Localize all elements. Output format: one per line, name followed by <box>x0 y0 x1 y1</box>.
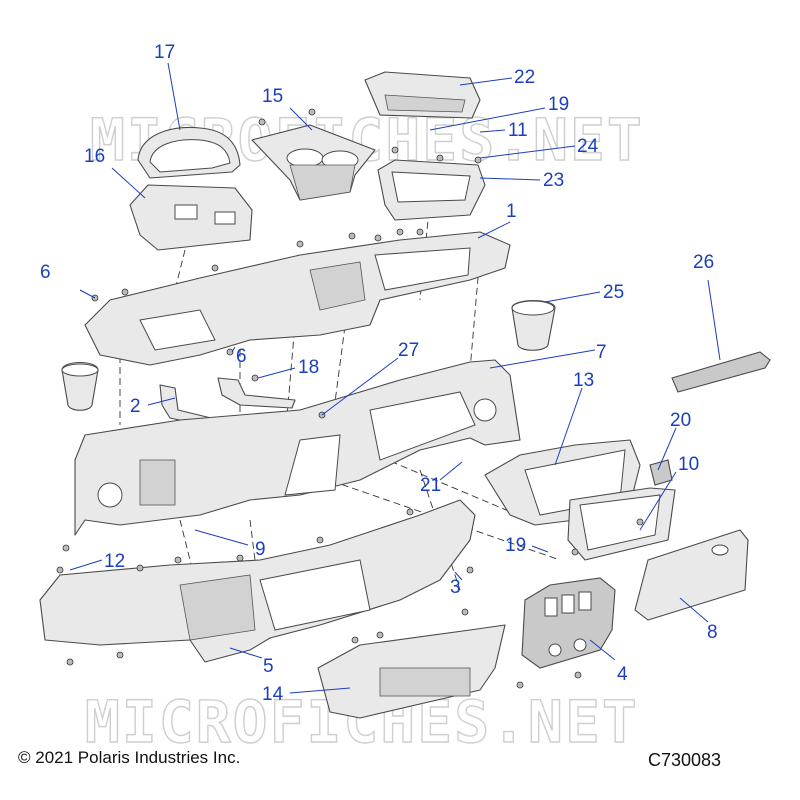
callout-25: 25 <box>603 282 624 303</box>
part-4-switch-panel <box>521 577 616 669</box>
part-1-upper-dash <box>84 231 511 366</box>
part-8-glovebox-door <box>634 529 749 621</box>
callout-6b: 6 <box>236 346 247 367</box>
callout-14: 14 <box>262 684 284 705</box>
callout-21: 21 <box>420 475 441 496</box>
callout-7: 7 <box>596 342 607 363</box>
callout-27: 27 <box>398 340 419 361</box>
callout-23: 23 <box>543 170 564 191</box>
callout-20: 20 <box>670 410 691 431</box>
part-23-storage-bin <box>377 159 486 221</box>
figure-id: C730083 <box>648 750 722 770</box>
callout-8: 8 <box>707 622 718 643</box>
part-18-bracket <box>217 377 296 409</box>
part-26-trim-strip <box>671 351 771 393</box>
part-16-gauge-housing <box>129 184 253 251</box>
callout-10: 10 <box>678 454 699 475</box>
callout-12: 12 <box>104 551 125 572</box>
fasteners <box>56 108 644 689</box>
part-22-storage-lid <box>364 71 481 119</box>
part-cup-holder-left <box>61 361 99 411</box>
callout-15: 15 <box>262 86 283 107</box>
callout-2: 2 <box>130 396 141 417</box>
callout-4: 4 <box>617 664 628 685</box>
callout-18: 18 <box>298 357 319 378</box>
callout-1: 1 <box>506 201 517 222</box>
part-10-gasket <box>567 487 676 561</box>
callout-16: 16 <box>84 146 105 167</box>
part-14-kick-panel <box>317 624 506 719</box>
part-7-dash-frame <box>74 359 521 536</box>
callout-26: 26 <box>693 252 714 273</box>
callout-13: 13 <box>573 370 594 391</box>
callout-24: 24 <box>577 136 599 157</box>
callout-6a: 6 <box>40 262 51 283</box>
part-17-gauge-bezel <box>137 126 241 179</box>
callout-11: 11 <box>508 120 528 141</box>
part-5-lower-dash <box>39 499 476 663</box>
callout-labels: 1 2 3 4 5 6 6 7 8 9 10 11 12 13 14 15 16… <box>40 42 718 705</box>
part-25-cup-holder <box>511 299 556 351</box>
callout-19a: 19 <box>548 94 569 115</box>
leader-lines <box>69 62 721 694</box>
callout-5: 5 <box>263 656 274 677</box>
callout-17: 17 <box>154 42 175 63</box>
callout-9: 9 <box>255 539 266 560</box>
callout-19b: 19 <box>505 535 526 556</box>
part-15-cupholder-panel <box>251 124 376 201</box>
copyright-notice: © 2021 Polaris Industries Inc. <box>18 748 241 767</box>
callout-22: 22 <box>514 67 535 88</box>
callout-3: 3 <box>450 577 461 598</box>
